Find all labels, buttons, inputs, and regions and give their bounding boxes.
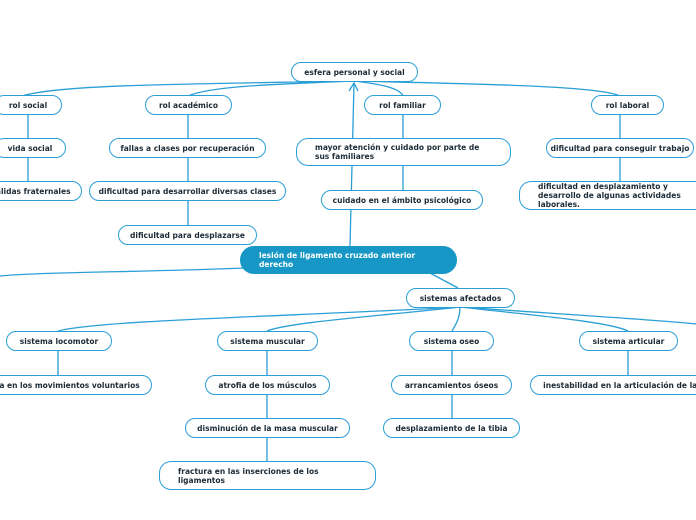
node-dificultad-desplazamiento-laboral[interactable]: dificultad en desplazamiento y desarroll… [519, 181, 696, 210]
link-esfera-rol-social [21, 80, 355, 97]
node-sistema-articular[interactable]: sistema articular [579, 331, 678, 351]
link-esfera-rol-laboral [353, 80, 621, 97]
node-sistemas-afectados[interactable]: sistemas afectados [406, 288, 515, 308]
arrow-head-esfera [348, 81, 359, 92]
node-root-lesion[interactable]: lesión de ligamento cruzado anterior der… [240, 246, 457, 274]
link-root-sistemas [429, 272, 459, 289]
node-mayor-atencion[interactable]: mayor atención y cuidado por parte de su… [296, 138, 511, 166]
node-sistema-oseo[interactable]: sistema oseo [409, 331, 494, 351]
link-sistemas-right-edge [459, 306, 696, 325]
link-sistemas-locomotor [57, 306, 461, 332]
link-esfera-rol-academico [187, 80, 355, 97]
node-fallas-clases[interactable]: fallas a clases por recuperación [109, 138, 266, 158]
node-esfera-personal-social[interactable]: esfera personal y social [291, 62, 418, 82]
node-rol-laboral[interactable]: rol laboral [591, 95, 664, 115]
node-salidas-fraternales[interactable]: salidas fraternales [0, 181, 82, 201]
node-rol-familiar[interactable]: rol familiar [364, 95, 441, 115]
node-atrofia-musculos[interactable]: atrofia de los músculos [205, 375, 330, 395]
node-dificultad-trabajo[interactable]: dificultad para conseguir trabajo [546, 138, 694, 158]
node-rol-social[interactable]: rol social [0, 95, 62, 115]
node-desplazamiento-tibia[interactable]: desplazamiento de la tibia [383, 418, 520, 438]
node-atrofia-movimientos[interactable]: atrofia en los movimientos voluntarios [0, 375, 152, 395]
link-esfera-rol-familiar [353, 80, 404, 97]
link-root-left-edge [0, 267, 245, 277]
node-dificultad-clases[interactable]: dificultad para desarrollar diversas cla… [89, 181, 286, 201]
node-inestabilidad-articulacion[interactable]: inestabilidad en la articulación de la r… [530, 375, 696, 395]
link-sistemas-oseo [451, 306, 461, 332]
node-arrancamientos-oseos[interactable]: arrancamientos óseos [391, 375, 512, 395]
link-sistemas-muscular [266, 306, 461, 332]
node-rol-academico[interactable]: rol académico [145, 95, 232, 115]
node-fractura-inserciones[interactable]: fractura en las inserciones de los ligam… [159, 461, 376, 490]
node-dificultad-desplazarse[interactable]: dificultad para desplazarse [118, 225, 257, 245]
link-sistemas-articular [459, 306, 629, 332]
node-cuidado-psicologico[interactable]: cuidado en el ámbito psicológico [321, 190, 483, 210]
node-sistema-locomotor[interactable]: sistema locomotor [6, 331, 112, 351]
node-vida-social[interactable]: vida social [0, 138, 66, 158]
node-disminucion-masa[interactable]: disminución de la masa muscular [185, 418, 350, 438]
node-sistema-muscular[interactable]: sistema muscular [217, 331, 318, 351]
